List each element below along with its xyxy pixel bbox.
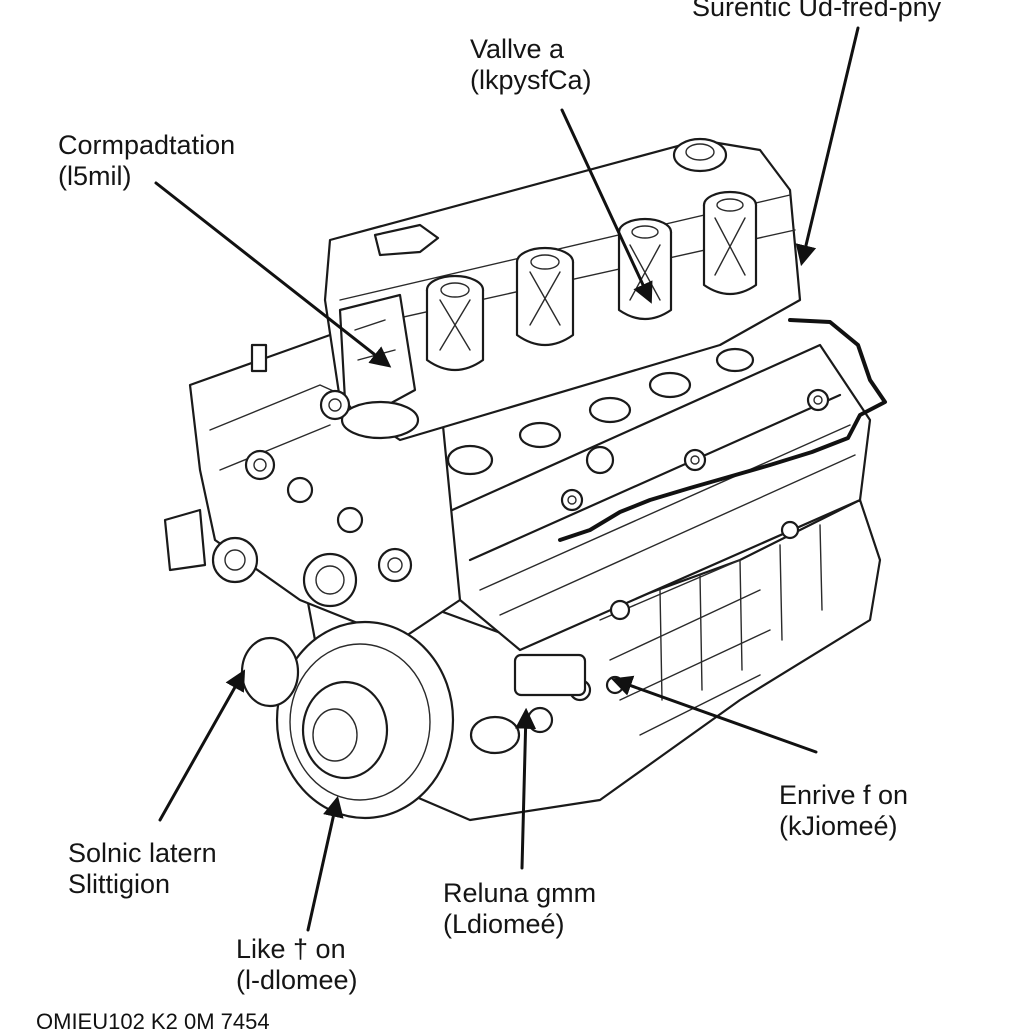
leader-enrive — [611, 675, 818, 754]
label-enrive: Enrive f on (kJiomeé) — [779, 780, 908, 842]
label-reluna: Reluna gmm (Ldiomeé) — [443, 878, 596, 940]
label-reluna-line1: Reluna gmm — [443, 878, 597, 908]
label-solnic-line2: Slittigion — [68, 869, 171, 899]
leader-compaction — [154, 181, 392, 368]
label-like: Like † on (l-dlomee) — [236, 934, 358, 996]
label-valve-line2: (lkpysfCa) — [470, 65, 592, 95]
label-valve: Vallve a (lkpysfCa) — [470, 34, 592, 96]
leader-reluna — [515, 707, 537, 870]
leader-valve — [560, 108, 653, 304]
leader-like — [306, 795, 344, 932]
label-enrive-line2: (kJiomeé) — [779, 811, 898, 841]
label-like-line1: Like † on — [236, 934, 346, 964]
engine-block — [163, 137, 887, 822]
label-reluna-line2: (Ldiomeé) — [443, 909, 565, 939]
label-solnic: Solnic latern Slittigion — [68, 838, 217, 900]
label-compaction: Cormpadtation (l5mil) — [58, 130, 235, 192]
label-enrive-line1: Enrive f on — [779, 780, 909, 810]
footer-code: OMIEU102 K2 0M 7454 — [36, 1009, 270, 1034]
leader-lines — [154, 26, 860, 932]
leader-solnic — [158, 669, 246, 822]
label-like-line2: (l-dlomee) — [236, 965, 358, 995]
label-top-right: Surentic Ud-fred-pny — [692, 0, 941, 23]
leader-top-right — [795, 26, 860, 267]
label-valve-line1: Vallve a — [470, 34, 565, 64]
label-compaction-line1: Cormpadtation — [58, 130, 236, 160]
label-top-right-line1: Surentic Ud-fred-pny — [692, 0, 942, 22]
label-solnic-line1: Solnic latern — [68, 838, 217, 868]
label-compaction-line2: (l5mil) — [58, 161, 132, 191]
